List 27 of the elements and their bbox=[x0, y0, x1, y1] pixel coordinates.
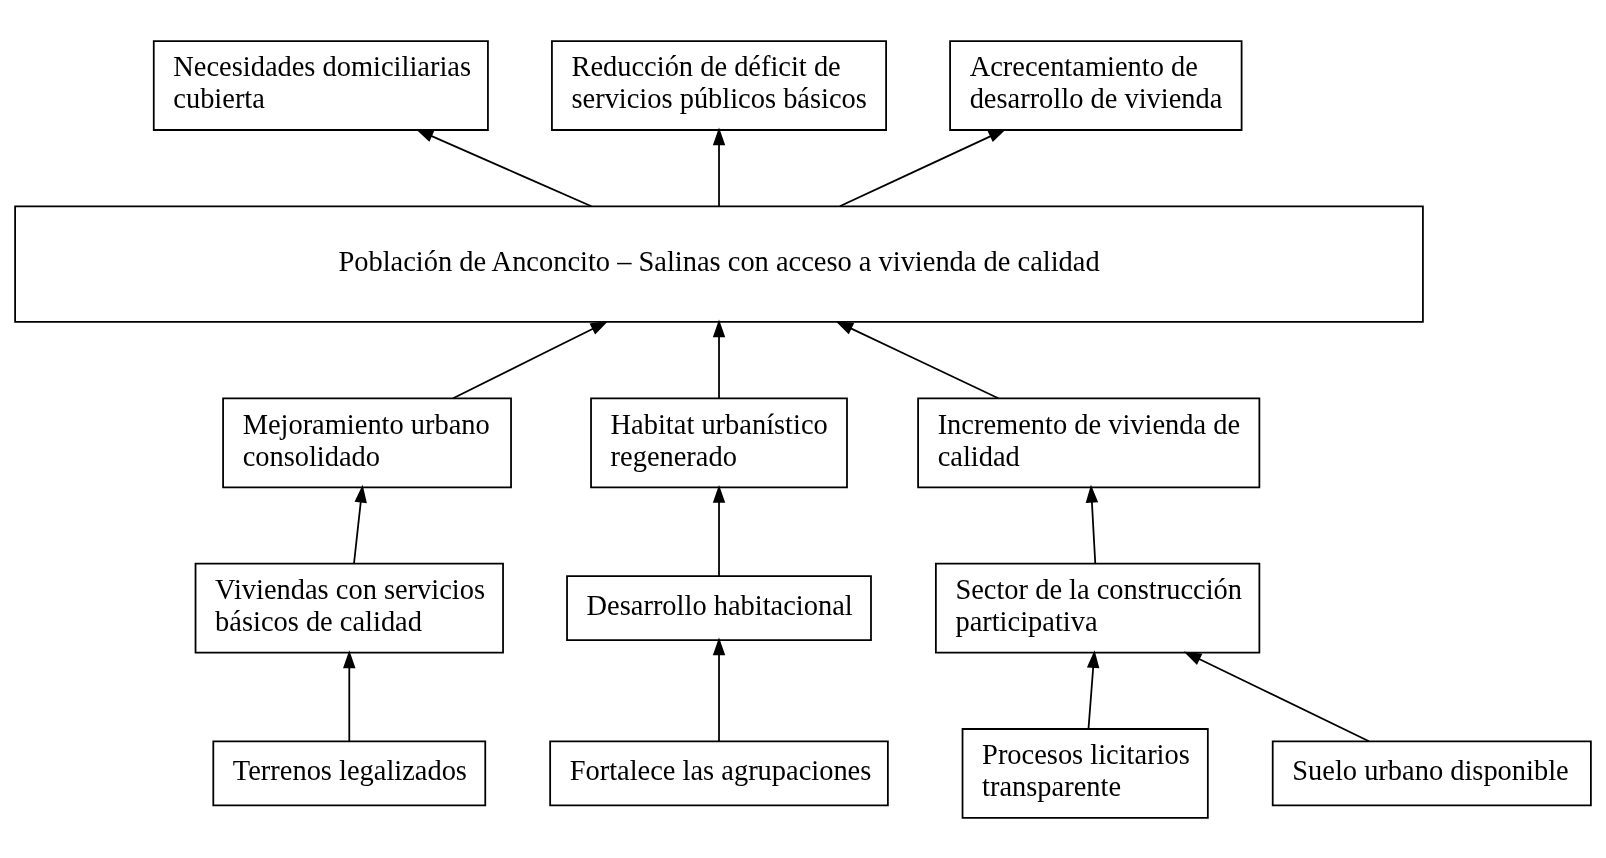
node-box: Incremento de vivienda de calidad bbox=[917, 397, 1261, 488]
node-box: Necesidades domiciliarias cubierta bbox=[152, 39, 489, 131]
node-box: Fortalece las agrupaciones bbox=[549, 740, 889, 806]
node-box: Reducción de déficit de servicios públicos básicos bbox=[551, 39, 887, 131]
arrow bbox=[1085, 484, 1099, 564]
arrow bbox=[712, 319, 726, 399]
node-box: Mejoramiento urbano consolidado bbox=[222, 397, 512, 488]
node-box: Sector de la construcción participativa bbox=[935, 562, 1261, 653]
arrow bbox=[712, 127, 726, 207]
node-box: Habitat urbanístico regenerado bbox=[590, 397, 848, 488]
node-box: Acrecentamiento de desarrollo de vivienda bbox=[949, 39, 1243, 131]
node-box: Población de Anconcito – Salinas con acceso a vivienda de calidad bbox=[14, 205, 1424, 323]
arrow bbox=[1086, 649, 1100, 729]
arrow bbox=[838, 128, 1007, 207]
arrow bbox=[415, 128, 593, 207]
node-box: Procesos licitarios transparente bbox=[961, 727, 1209, 819]
arrow bbox=[452, 320, 609, 399]
arrow bbox=[353, 484, 367, 564]
arrow bbox=[712, 637, 726, 742]
arrow bbox=[1183, 651, 1370, 742]
node-box: Terrenos legalizados bbox=[212, 740, 487, 806]
node-box: Viviendas con servicios básicos de calidad bbox=[194, 562, 504, 653]
node-box: Desarrollo habitacional bbox=[566, 574, 872, 641]
arrow bbox=[712, 484, 726, 577]
arrow bbox=[835, 320, 1000, 399]
arrow bbox=[343, 649, 356, 742]
node-box: Suelo urbano disponible bbox=[1271, 740, 1592, 806]
